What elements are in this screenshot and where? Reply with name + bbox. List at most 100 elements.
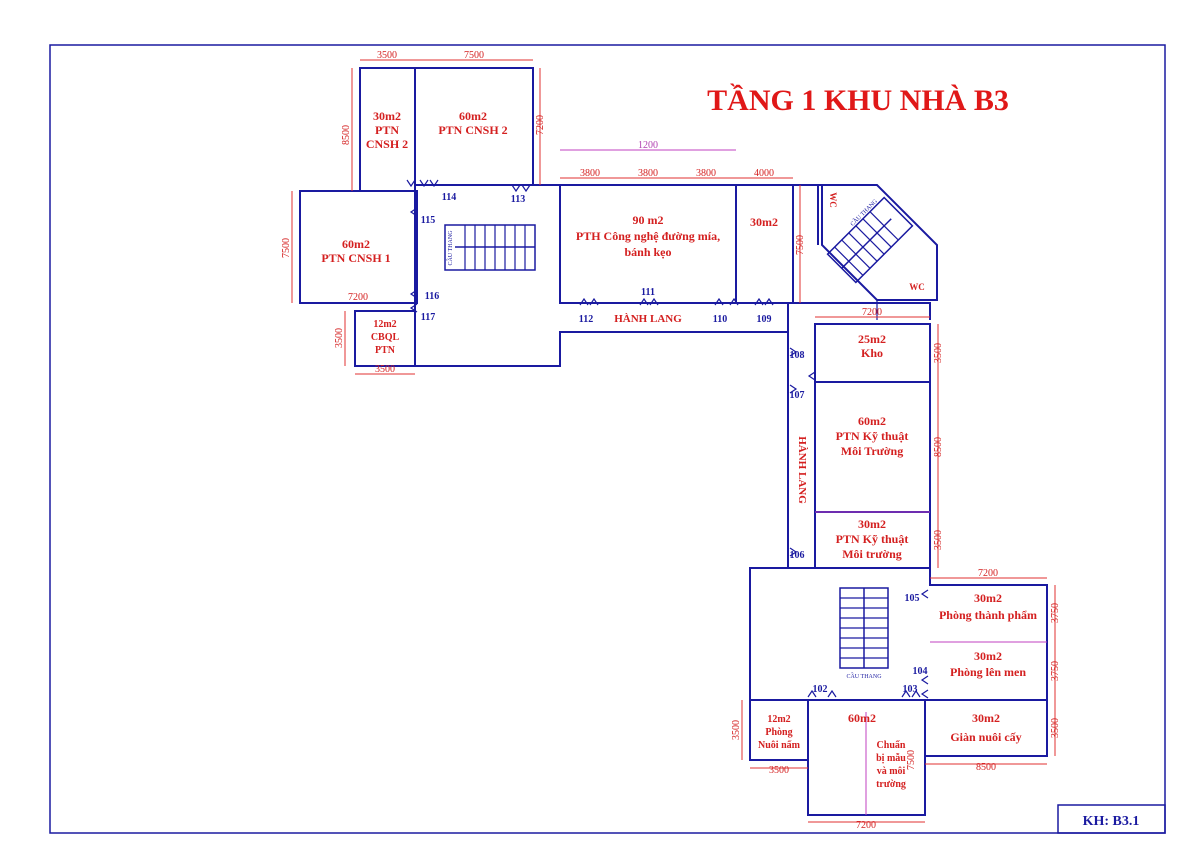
walls xyxy=(299,67,1048,816)
room-60m2-ptn-ktmt: 60m2 PTN Kỹ thuật Môi Trường xyxy=(836,414,909,458)
door-107: 107 xyxy=(790,390,805,401)
door-108: 108 xyxy=(790,350,805,361)
svg-text:Nuôi nấm: Nuôi nấm xyxy=(758,740,801,751)
svg-text:7500: 7500 xyxy=(795,235,806,255)
door-110: 110 xyxy=(713,314,727,325)
room-60m2-cnsh2: 60m2 PTN CNSH 2 xyxy=(438,109,507,137)
dimension-lines: 3500 7500 8500 7200 7500 7200 3500 3500 … xyxy=(281,50,1061,831)
svg-text:PTH Công nghệ đường mía,: PTH Công nghệ đường mía, xyxy=(576,229,720,243)
svg-text:30m2: 30m2 xyxy=(858,517,886,531)
svg-text:3500: 3500 xyxy=(375,364,395,375)
svg-text:30m2: 30m2 xyxy=(750,215,778,229)
svg-text:3500: 3500 xyxy=(933,343,944,363)
door-117: 117 xyxy=(421,312,435,323)
door-104: 104 xyxy=(913,666,928,677)
room-30m2-pth: 30m2 xyxy=(750,215,778,229)
svg-text:60m2: 60m2 xyxy=(459,109,487,123)
plan-title: TẦNG 1 KHU NHÀ B3 xyxy=(707,83,1009,117)
room-12m2-cbql: 12m2 CBQL PTN xyxy=(371,319,400,356)
wc-label-top: WC xyxy=(828,192,838,208)
svg-text:3500: 3500 xyxy=(731,720,742,740)
svg-text:3500: 3500 xyxy=(334,328,345,348)
door-114: 114 xyxy=(442,192,456,203)
svg-text:PTN CNSH 1: PTN CNSH 1 xyxy=(321,251,390,265)
wc-label-bottom: WC xyxy=(909,282,925,292)
door-105: 105 xyxy=(905,593,920,604)
svg-text:3800: 3800 xyxy=(638,168,658,179)
svg-text:3500: 3500 xyxy=(933,530,944,550)
room-25m2-kho: 25m2 Kho xyxy=(858,332,886,360)
svg-text:PTN Kỹ thuật: PTN Kỹ thuật xyxy=(836,532,909,546)
svg-text:Môi Trường: Môi Trường xyxy=(841,444,903,458)
svg-text:Kho: Kho xyxy=(861,346,883,360)
svg-text:12m2: 12m2 xyxy=(767,714,790,725)
room-30m2-len-men: 30m2 Phòng lên men xyxy=(950,649,1026,679)
svg-text:Chuẩn: Chuẩn xyxy=(877,740,906,751)
svg-text:7200: 7200 xyxy=(978,568,998,579)
door-113: 113 xyxy=(511,194,525,205)
svg-text:CNSH 2: CNSH 2 xyxy=(366,137,408,151)
svg-text:7200: 7200 xyxy=(856,820,876,831)
svg-text:8500: 8500 xyxy=(933,437,944,457)
svg-text:3750: 3750 xyxy=(1050,603,1061,623)
svg-text:30m2: 30m2 xyxy=(974,591,1002,605)
svg-text:Phòng lên men: Phòng lên men xyxy=(950,665,1026,679)
svg-text:Giàn nuôi cấy: Giàn nuôi cấy xyxy=(950,730,1021,744)
svg-text:7500: 7500 xyxy=(906,750,917,770)
door-109: 109 xyxy=(757,314,772,325)
svg-text:30m2: 30m2 xyxy=(974,649,1002,663)
room-30m2-cnsh2: 30m2 PTN CNSH 2 xyxy=(366,109,408,151)
door-103: 103 xyxy=(903,684,918,695)
svg-text:7200: 7200 xyxy=(862,307,882,318)
svg-text:3500: 3500 xyxy=(1050,718,1061,738)
door-marks xyxy=(406,179,929,699)
svg-text:30m2: 30m2 xyxy=(373,109,401,123)
room-30m2-thanh-pham: 30m2 Phòng thành phẩm xyxy=(939,591,1037,622)
stair-bottom: CẦU THANG xyxy=(839,587,889,680)
door-115: 115 xyxy=(421,215,435,226)
svg-text:Môi trường: Môi trường xyxy=(842,547,902,561)
svg-text:PTN: PTN xyxy=(375,123,399,137)
svg-text:60m2: 60m2 xyxy=(342,237,370,251)
svg-text:60m2: 60m2 xyxy=(848,711,876,725)
room-30m2-gian-nuoi-cay: 30m2 Giàn nuôi cấy xyxy=(950,711,1021,744)
svg-text:Phòng thành phẩm: Phòng thành phẩm xyxy=(939,608,1037,622)
door-116: 116 xyxy=(425,291,439,302)
svg-text:bị mẫu: bị mẫu xyxy=(876,753,906,764)
door-106: 106 xyxy=(790,550,805,561)
svg-text:và môi: và môi xyxy=(877,766,906,777)
stair-bottom-label: CẦU THANG xyxy=(846,672,882,680)
door-112: 112 xyxy=(579,314,593,325)
svg-text:4000: 4000 xyxy=(754,168,774,179)
svg-text:CBQL: CBQL xyxy=(371,332,400,343)
svg-text:Phòng: Phòng xyxy=(765,727,792,738)
svg-text:3500: 3500 xyxy=(377,50,397,61)
room-12m2-nuoi-nam: 12m2 Phòng Nuôi nấm xyxy=(758,714,801,751)
corridor-label-horizontal: HÀNH LANG xyxy=(614,313,682,325)
svg-text:90 m2: 90 m2 xyxy=(633,213,664,227)
svg-text:25m2: 25m2 xyxy=(858,332,886,346)
room-30m2-ptn-ktmt: 30m2 PTN Kỹ thuật Môi trường xyxy=(836,517,909,561)
svg-text:PTN: PTN xyxy=(375,345,396,356)
stair-left-label: CẦU THANG xyxy=(446,230,454,266)
page-frame xyxy=(49,44,1166,834)
door-numbers: 102 103 104 105 106 107 108 109 110 111 … xyxy=(421,192,928,695)
stair-left: CẦU THANG xyxy=(444,224,536,271)
svg-text:PTN Kỹ thuật: PTN Kỹ thuật xyxy=(836,429,909,443)
door-111: 111 xyxy=(641,287,655,298)
svg-text:7200: 7200 xyxy=(535,115,546,135)
svg-text:1200: 1200 xyxy=(638,140,658,151)
room-60m2-chuan-bi-mau: 60m2 Chuẩn bị mẫu và môi trường xyxy=(848,711,906,790)
code-label: KH: B3.1 xyxy=(1083,814,1140,829)
corridor-label-vertical: HÀNH LANG xyxy=(796,436,808,504)
svg-text:3800: 3800 xyxy=(696,168,716,179)
svg-text:3750: 3750 xyxy=(1050,661,1061,681)
svg-text:8500: 8500 xyxy=(341,125,352,145)
svg-text:trường: trường xyxy=(876,779,906,790)
svg-text:PTN CNSH 2: PTN CNSH 2 xyxy=(438,123,507,137)
room-60m2-cnsh1: 60m2 PTN CNSH 1 xyxy=(321,237,390,265)
room-90m2-pth: 90 m2 PTH Công nghệ đường mía, bánh kẹo xyxy=(576,213,720,259)
svg-text:30m2: 30m2 xyxy=(972,711,1000,725)
svg-text:7500: 7500 xyxy=(464,50,484,61)
